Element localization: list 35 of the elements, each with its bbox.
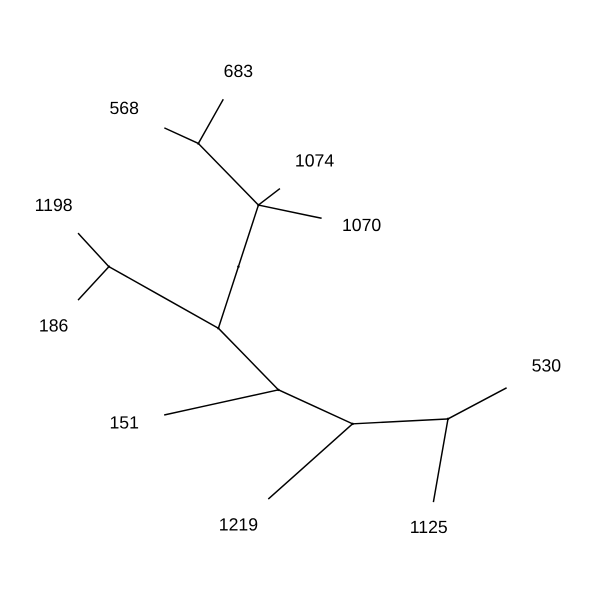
connector bbox=[448, 386, 507, 419]
node-text: 568 bbox=[109, 98, 139, 118]
node-point bbox=[237, 264, 240, 268]
node-text: 151 bbox=[109, 412, 139, 432]
node-point bbox=[446, 417, 450, 420]
connector bbox=[258, 187, 280, 205]
node-text: 530 bbox=[532, 354, 562, 375]
connector bbox=[218, 328, 278, 390]
connector bbox=[164, 388, 278, 416]
node-text: 1070 bbox=[342, 214, 382, 235]
connector bbox=[198, 98, 224, 143]
connector bbox=[78, 232, 109, 266]
connector bbox=[218, 266, 239, 328]
node-text: 186 bbox=[38, 314, 68, 335]
connector bbox=[258, 204, 322, 218]
connector bbox=[238, 204, 259, 266]
node-text: 1125 bbox=[410, 516, 448, 537]
connector bbox=[268, 423, 352, 500]
node-text: 1074 bbox=[294, 150, 334, 170]
connector bbox=[198, 143, 258, 204]
connector bbox=[432, 419, 449, 502]
node-point bbox=[277, 388, 280, 391]
node-point bbox=[257, 203, 260, 206]
connector bbox=[278, 389, 352, 424]
node-point bbox=[197, 142, 200, 144]
connector bbox=[78, 266, 109, 300]
node-text: 1198 bbox=[34, 194, 73, 215]
connector bbox=[164, 126, 198, 144]
connector bbox=[109, 266, 218, 328]
node-point bbox=[108, 264, 110, 268]
node-text: 683 bbox=[224, 60, 254, 80]
node-point bbox=[217, 326, 220, 330]
node-point bbox=[351, 422, 354, 425]
connector bbox=[353, 418, 448, 424]
node-text: 1219 bbox=[218, 514, 258, 534]
